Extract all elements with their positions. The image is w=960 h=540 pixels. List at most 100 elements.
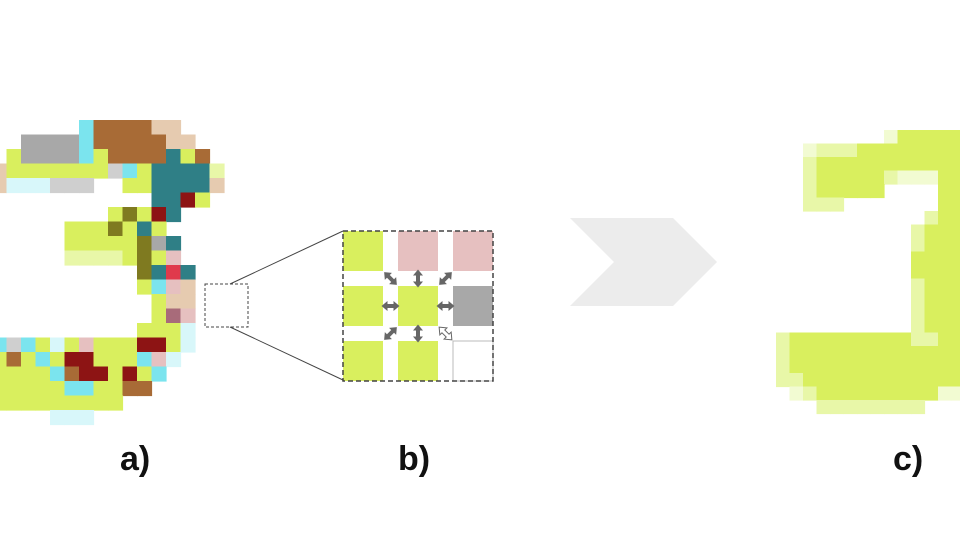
pixel (951, 278, 960, 293)
pixel (122, 381, 138, 397)
pixel (21, 178, 37, 194)
pixel (911, 238, 926, 253)
pixel (79, 352, 95, 368)
pixel (64, 163, 80, 179)
pixel (924, 238, 939, 253)
pixel (911, 170, 926, 185)
pixel (180, 308, 196, 324)
label-c: c) (893, 440, 924, 478)
label-b: b) (398, 440, 431, 478)
pixel (816, 359, 831, 374)
pixel (108, 381, 124, 397)
pixel (151, 207, 167, 223)
pixel (897, 130, 912, 145)
arrow-downleft-icon (384, 327, 397, 340)
pixel (64, 134, 80, 150)
pixel (137, 265, 153, 281)
arrow-shape (384, 272, 397, 285)
pixel (195, 192, 211, 208)
pixel (816, 197, 831, 212)
pixel (911, 359, 926, 374)
pixel (108, 337, 124, 353)
connector-line-bottom (229, 326, 344, 381)
pixel (830, 197, 845, 212)
pixel (951, 157, 960, 172)
pixel (951, 170, 960, 185)
pixel (180, 279, 196, 295)
pixel (50, 149, 66, 165)
pixel (108, 236, 124, 252)
pixel (108, 221, 124, 237)
pixel (21, 163, 37, 179)
pixel (151, 294, 167, 310)
pixel (911, 373, 926, 388)
pixel (938, 197, 953, 212)
pixel (0, 337, 8, 353)
pixel (870, 332, 885, 347)
pixel (911, 251, 926, 266)
pixel (951, 346, 960, 361)
pixel (938, 332, 953, 347)
pixel (79, 337, 95, 353)
pixel (938, 251, 953, 266)
pixel (951, 197, 960, 212)
pixel (108, 134, 124, 150)
pixel (911, 130, 926, 145)
pixel (857, 332, 872, 347)
pixel (816, 332, 831, 347)
pixel (93, 149, 109, 165)
pixel (924, 319, 939, 334)
pixel (951, 386, 960, 401)
pixel (6, 352, 22, 368)
pixel (108, 163, 124, 179)
pixel (93, 250, 109, 266)
pixel (108, 149, 124, 165)
pixel (911, 386, 926, 401)
pixel (50, 178, 66, 194)
pixel (924, 359, 939, 374)
pixel (938, 157, 953, 172)
pixel (816, 346, 831, 361)
pixel (830, 386, 845, 401)
pixel (884, 373, 899, 388)
pixel (180, 149, 196, 165)
pixel (93, 134, 109, 150)
pixel (79, 163, 95, 179)
arrow-shape (438, 326, 453, 341)
pixel (884, 130, 899, 145)
pixel (151, 192, 167, 208)
pixel (884, 359, 899, 374)
pixel (137, 366, 153, 382)
pixel (21, 337, 37, 353)
pixel (64, 410, 80, 426)
arrow-up-icon (413, 269, 423, 288)
pixel (870, 157, 885, 172)
pixel (151, 323, 167, 339)
pixel (195, 178, 211, 194)
pixel (938, 184, 953, 199)
pixel (0, 366, 8, 382)
pixel (951, 238, 960, 253)
pixel (166, 352, 182, 368)
pixel (938, 265, 953, 280)
grid-cell-empty (452, 340, 494, 382)
pixel (151, 352, 167, 368)
pixel (50, 381, 66, 397)
pixel (64, 381, 80, 397)
pixel (924, 292, 939, 307)
pixel (951, 359, 960, 374)
pixel (108, 352, 124, 368)
pixel (911, 143, 926, 158)
pixel (938, 373, 953, 388)
pixel (776, 346, 791, 361)
pixel (843, 400, 858, 415)
arrow-upleft-icon (384, 272, 397, 285)
pixel (951, 130, 960, 145)
arrow-down-icon (413, 324, 423, 343)
arrow-shape (436, 301, 455, 311)
pixel (137, 149, 153, 165)
pixel (122, 250, 138, 266)
pixel (0, 163, 8, 179)
pixel (776, 373, 791, 388)
